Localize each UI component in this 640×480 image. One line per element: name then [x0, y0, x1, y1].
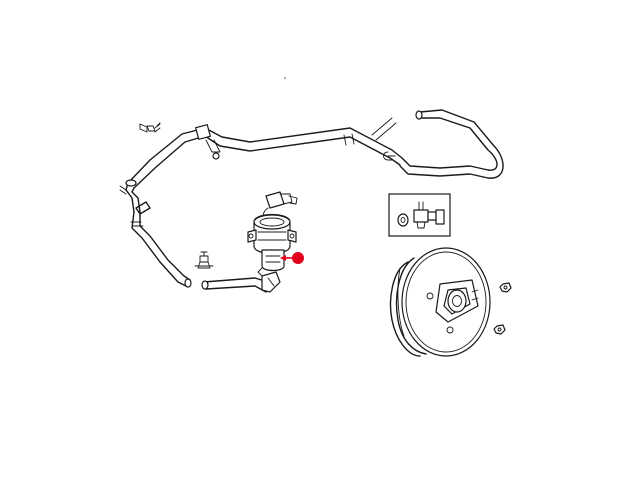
- vacuum-line-assembly[interactable]: [119, 109, 504, 293]
- check-valve-detail[interactable]: [388, 193, 451, 237]
- stray-mark: [284, 77, 286, 79]
- nut-icon: [499, 282, 512, 293]
- callout-marker[interactable]: [292, 252, 304, 264]
- brake-booster[interactable]: [389, 247, 512, 357]
- electric-vacuum-pump[interactable]: [247, 191, 298, 277]
- grommet-icon: [397, 213, 409, 227]
- pump-callout[interactable]: [280, 252, 304, 264]
- check-valve-icon: [413, 201, 445, 229]
- nut-icon: [493, 324, 506, 335]
- arrow-icon: [280, 255, 286, 261]
